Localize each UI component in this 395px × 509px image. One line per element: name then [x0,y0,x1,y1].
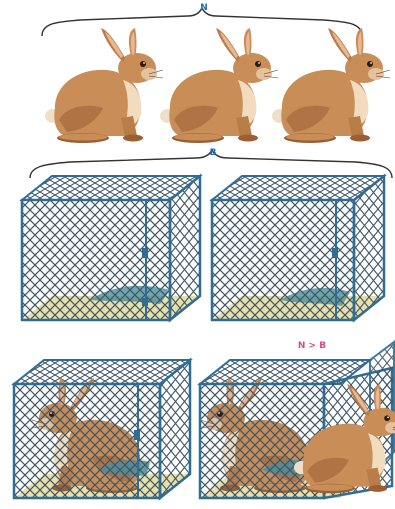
cage-empty-right [212,176,384,320]
cage-empty-left [22,176,200,320]
cage-occupied-left [14,360,190,498]
bottom-right-label: N > B [298,341,326,351]
rabbit-3 [272,28,390,143]
middle-brace-label: B [210,148,217,158]
top-brace-label: N [200,3,208,13]
rabbit-2 [160,28,278,143]
rabbit-1 [45,28,163,143]
